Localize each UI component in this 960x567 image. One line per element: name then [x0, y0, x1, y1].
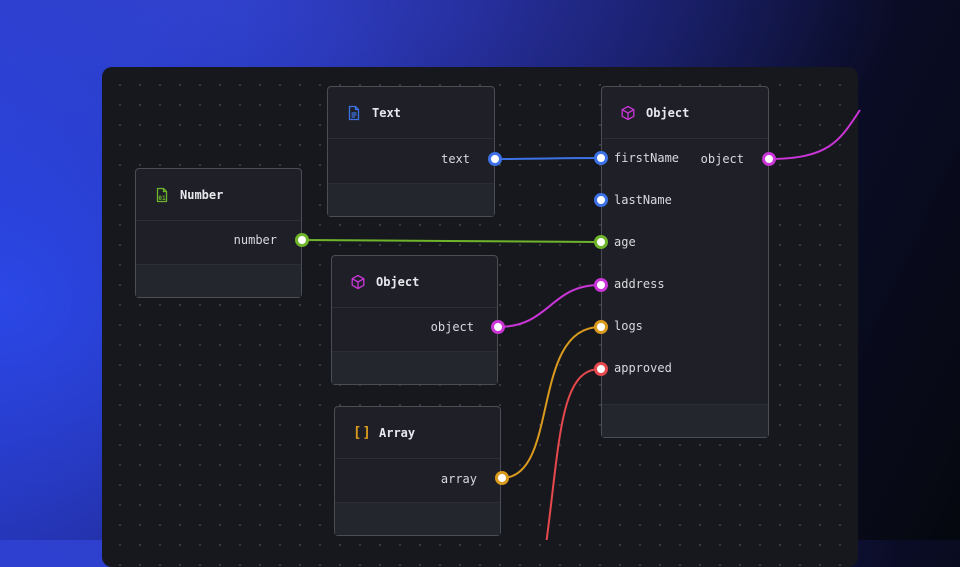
- node-footer: [602, 404, 768, 437]
- input-handle-approved[interactable]: [594, 362, 608, 376]
- input-label-approved: approved: [614, 361, 672, 375]
- cube-icon: [351, 274, 365, 289]
- node-header: Object: [332, 256, 497, 308]
- node-title: Object: [646, 105, 690, 120]
- input-handle-age[interactable]: [594, 235, 608, 249]
- node-footer: [136, 264, 301, 297]
- svg-text:01: 01: [158, 195, 166, 202]
- node-header: Text: [328, 87, 494, 139]
- input-handle-address[interactable]: [594, 278, 608, 292]
- node-title: Text: [372, 105, 401, 120]
- output-handle-object[interactable]: [491, 320, 505, 334]
- output-handle-object-main[interactable]: [762, 152, 776, 166]
- node-footer: [328, 183, 494, 216]
- output-handle-array[interactable]: [495, 471, 509, 485]
- text-node[interactable]: Text: [327, 86, 495, 217]
- port-label-object: object: [430, 320, 474, 334]
- node-title: Number: [180, 187, 224, 202]
- number-file-icon: 01: [156, 187, 168, 202]
- input-label-logs: logs: [614, 319, 643, 333]
- node-header: [] Array: [335, 407, 500, 459]
- port-label-object-main: object: [700, 152, 744, 166]
- number-node[interactable]: 01 Number: [135, 168, 302, 298]
- object-node-small[interactable]: Object: [331, 255, 498, 385]
- node-footer: [332, 351, 497, 384]
- port-label-array: array: [440, 472, 477, 486]
- document-icon: [348, 105, 360, 120]
- node-footer: [335, 502, 500, 535]
- input-label-age: age: [614, 235, 636, 249]
- node-title: Object: [376, 274, 420, 289]
- cube-icon: [621, 105, 635, 120]
- input-handle-logs[interactable]: [594, 320, 608, 334]
- input-handle-firstname[interactable]: [594, 151, 608, 165]
- array-node[interactable]: [] Array: [334, 406, 501, 536]
- brackets-icon: []: [353, 424, 372, 441]
- port-label-text: text: [441, 152, 470, 166]
- input-label-firstname: firstName: [614, 151, 680, 165]
- port-label-number: number: [233, 233, 277, 247]
- output-handle-text[interactable]: [488, 152, 502, 166]
- input-label-lastname: lastName: [614, 193, 672, 207]
- input-label-address: address: [614, 277, 665, 291]
- node-title: Array: [379, 425, 416, 440]
- object-node-main[interactable]: Object: [601, 86, 769, 438]
- node-header: Object: [602, 87, 768, 139]
- input-handle-lastname[interactable]: [594, 193, 608, 207]
- node-header: 01 Number: [136, 169, 301, 221]
- output-handle-number[interactable]: [295, 233, 309, 247]
